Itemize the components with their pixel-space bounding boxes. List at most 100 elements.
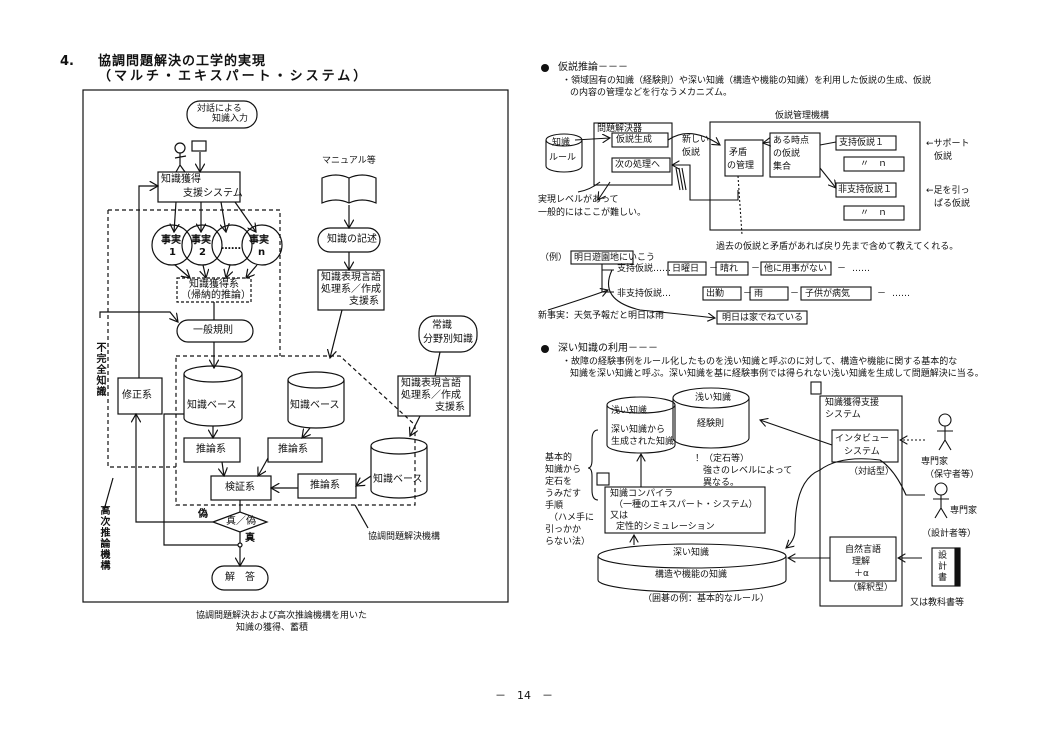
left-frame (82, 89, 509, 603)
terminal-icon (191, 140, 207, 152)
support-chain-2: 晴れ (720, 264, 739, 274)
non-support-ellipsis: …… (892, 289, 910, 299)
procedure-note-2: 知識から (545, 465, 582, 475)
support-ditto-n: 〃 ｎ (860, 159, 888, 169)
non-support-chain-3: 子供が病気 (805, 289, 851, 299)
example-goal: 明日遊園地にいこう (574, 253, 656, 263)
new-hyp-2: 仮説 (682, 148, 701, 158)
fact-n-label: 事実 (249, 235, 269, 246)
repr-lang-1-line-3: 支援系 (349, 296, 379, 307)
shallow-generated-1: 浅い知識 (611, 406, 648, 416)
support-ellipsis: …… (852, 264, 870, 274)
expert-2-role: （設計者等） (922, 529, 977, 539)
difficulty-note-1: 実現レベルがあって (538, 195, 619, 205)
nlp-2: 理解 (852, 557, 871, 567)
textbook-label: 又は教科書等 (910, 598, 965, 608)
non-support-hyp-label: 非支持仮説１ (838, 185, 893, 195)
knowledge-base-3-label: 知識ベース (373, 474, 423, 485)
shallow-generated-3: 生成された知識 (611, 437, 675, 447)
fact-ellipsis: …… (221, 241, 241, 252)
non-support-chain-1: 出勤 (706, 289, 725, 299)
acquisition-system-label-2: （帰納的推論） (181, 290, 251, 301)
chain-dash: － (751, 264, 761, 274)
book-icon (321, 174, 377, 204)
support-chain-3: 他に用事がない (764, 264, 828, 274)
procedure-note-1: 基本的 (545, 453, 573, 463)
procedure-note-4: うみだす (545, 489, 582, 499)
higher-inference-label: 高次推論機構 (98, 505, 109, 571)
acquisition-support-label-1: 知識獲得 (161, 174, 201, 185)
answer-label: 解 答 (225, 572, 255, 583)
design-doc-1: 設 (938, 551, 948, 561)
shallow-empirical-1: 浅い知識 (695, 393, 732, 403)
chain-dash: － (743, 289, 753, 299)
nlp-type: （解釈型） (848, 583, 894, 593)
manual-label: マニュアル等 (322, 156, 376, 166)
nlp-1: 自然言語 (845, 545, 882, 555)
backtrack-note: 過去の仮説と矛盾があれば戻り先まで含めて教えてくれる。 (716, 242, 959, 252)
dialog-input-label-1: 対話による (197, 104, 242, 114)
deep-example: （囲碁の例：基本的なルール） (643, 594, 770, 604)
interview-1: インタビュー (835, 434, 890, 444)
procedure-note-6: （ハメ手に (549, 513, 595, 523)
procedure-note-5: 手順 (545, 501, 564, 511)
fact-1-index: 1 (169, 247, 176, 258)
hyp-mgmt-box (709, 121, 921, 231)
support-note-2: 仮説 (934, 152, 953, 162)
dialog-input-pill (186, 100, 258, 129)
shallow-generated-2: 深い知識から (611, 425, 666, 435)
expert-2-label: 専門家 (950, 506, 978, 516)
repr-lang-2-line-3: 支援系 (435, 402, 465, 413)
hypothesis-desc-2: の内容の管理などを行なうメカニズム。 (570, 88, 733, 98)
new-hyp-1: 新しい (682, 135, 710, 145)
acquisition-system-label-1: 知識獲得系 (189, 279, 239, 290)
mgmt-title: 仮説管理機構 (775, 111, 830, 121)
contradiction-2: の管理 (727, 161, 755, 171)
support-chain-1: 日曜日 (672, 264, 700, 274)
repr-lang-2-line-2: 処理系／作成 (401, 390, 461, 401)
deep-label-1: 深い知識 (673, 548, 710, 558)
true-false-label: 真／偽 (226, 516, 256, 527)
chain-dash: － (877, 289, 887, 299)
hyp-set-1: ある時点 (773, 136, 810, 146)
chain-dash: － (709, 264, 719, 274)
cooperative-mechanism-label: 協調問題解決機構 (368, 532, 441, 542)
support-hyp-label: 支持仮説１ (839, 138, 885, 148)
compiler-3: 又は (610, 511, 629, 521)
non-support-ditto-n: 〃 ｎ (860, 208, 888, 218)
true-false-diamond (211, 511, 269, 533)
caption-line-1: 協調問題解決および高次推論機構を用いた (196, 611, 368, 621)
strength-note-2: 強さのレベルによって (703, 466, 793, 476)
inference-3-label: 推論系 (310, 480, 340, 491)
procedure-note-3: 定石を (545, 477, 573, 487)
example-label: （例） (540, 253, 568, 263)
bullet-deep-knowledge (541, 345, 549, 353)
repr-lang-1-line-1: 知識表現言語 (321, 272, 381, 283)
compiler-1: 知識コンパイラ (610, 489, 674, 499)
next-proc-label: 次の処理へ (615, 160, 661, 170)
knowledge-rule-1: 知識 (552, 138, 571, 148)
inference-1-label: 推論系 (196, 444, 226, 455)
support-chain-label: 支持仮説…… (617, 264, 672, 274)
fact-2-index: 2 (199, 247, 206, 258)
section-title: 協調問題解決の工学的実現 (98, 54, 267, 69)
page-number: － 14 － (495, 689, 553, 702)
incomplete-knowledge-label: 不完全知識 (94, 342, 105, 397)
answer-pill (211, 565, 269, 591)
common-sense-line-1: 常識 (432, 320, 452, 331)
verification-label: 検証系 (225, 482, 255, 493)
knowledge-base-2-label: 知識ベース (290, 400, 340, 411)
deep-label-2: 構造や機能の知識 (655, 570, 728, 580)
expert-1-role: （保守者等） (925, 470, 980, 480)
common-sense-pill (418, 315, 478, 353)
dialog-input-label-2: 知識入力 (212, 114, 249, 124)
common-sense-line-2: 分野別知識 (423, 334, 473, 345)
fact-2-label: 事実 (191, 235, 211, 246)
hyp-set-3: 集合 (773, 162, 792, 172)
hypothesis-heading: 仮説推論－－－ (558, 62, 628, 73)
knowledge-base-1-label: 知識ベース (187, 400, 237, 411)
result: 明日は家でねている (722, 313, 804, 323)
support-note-1: ←サポート (926, 139, 970, 149)
compiler-box (604, 486, 766, 534)
